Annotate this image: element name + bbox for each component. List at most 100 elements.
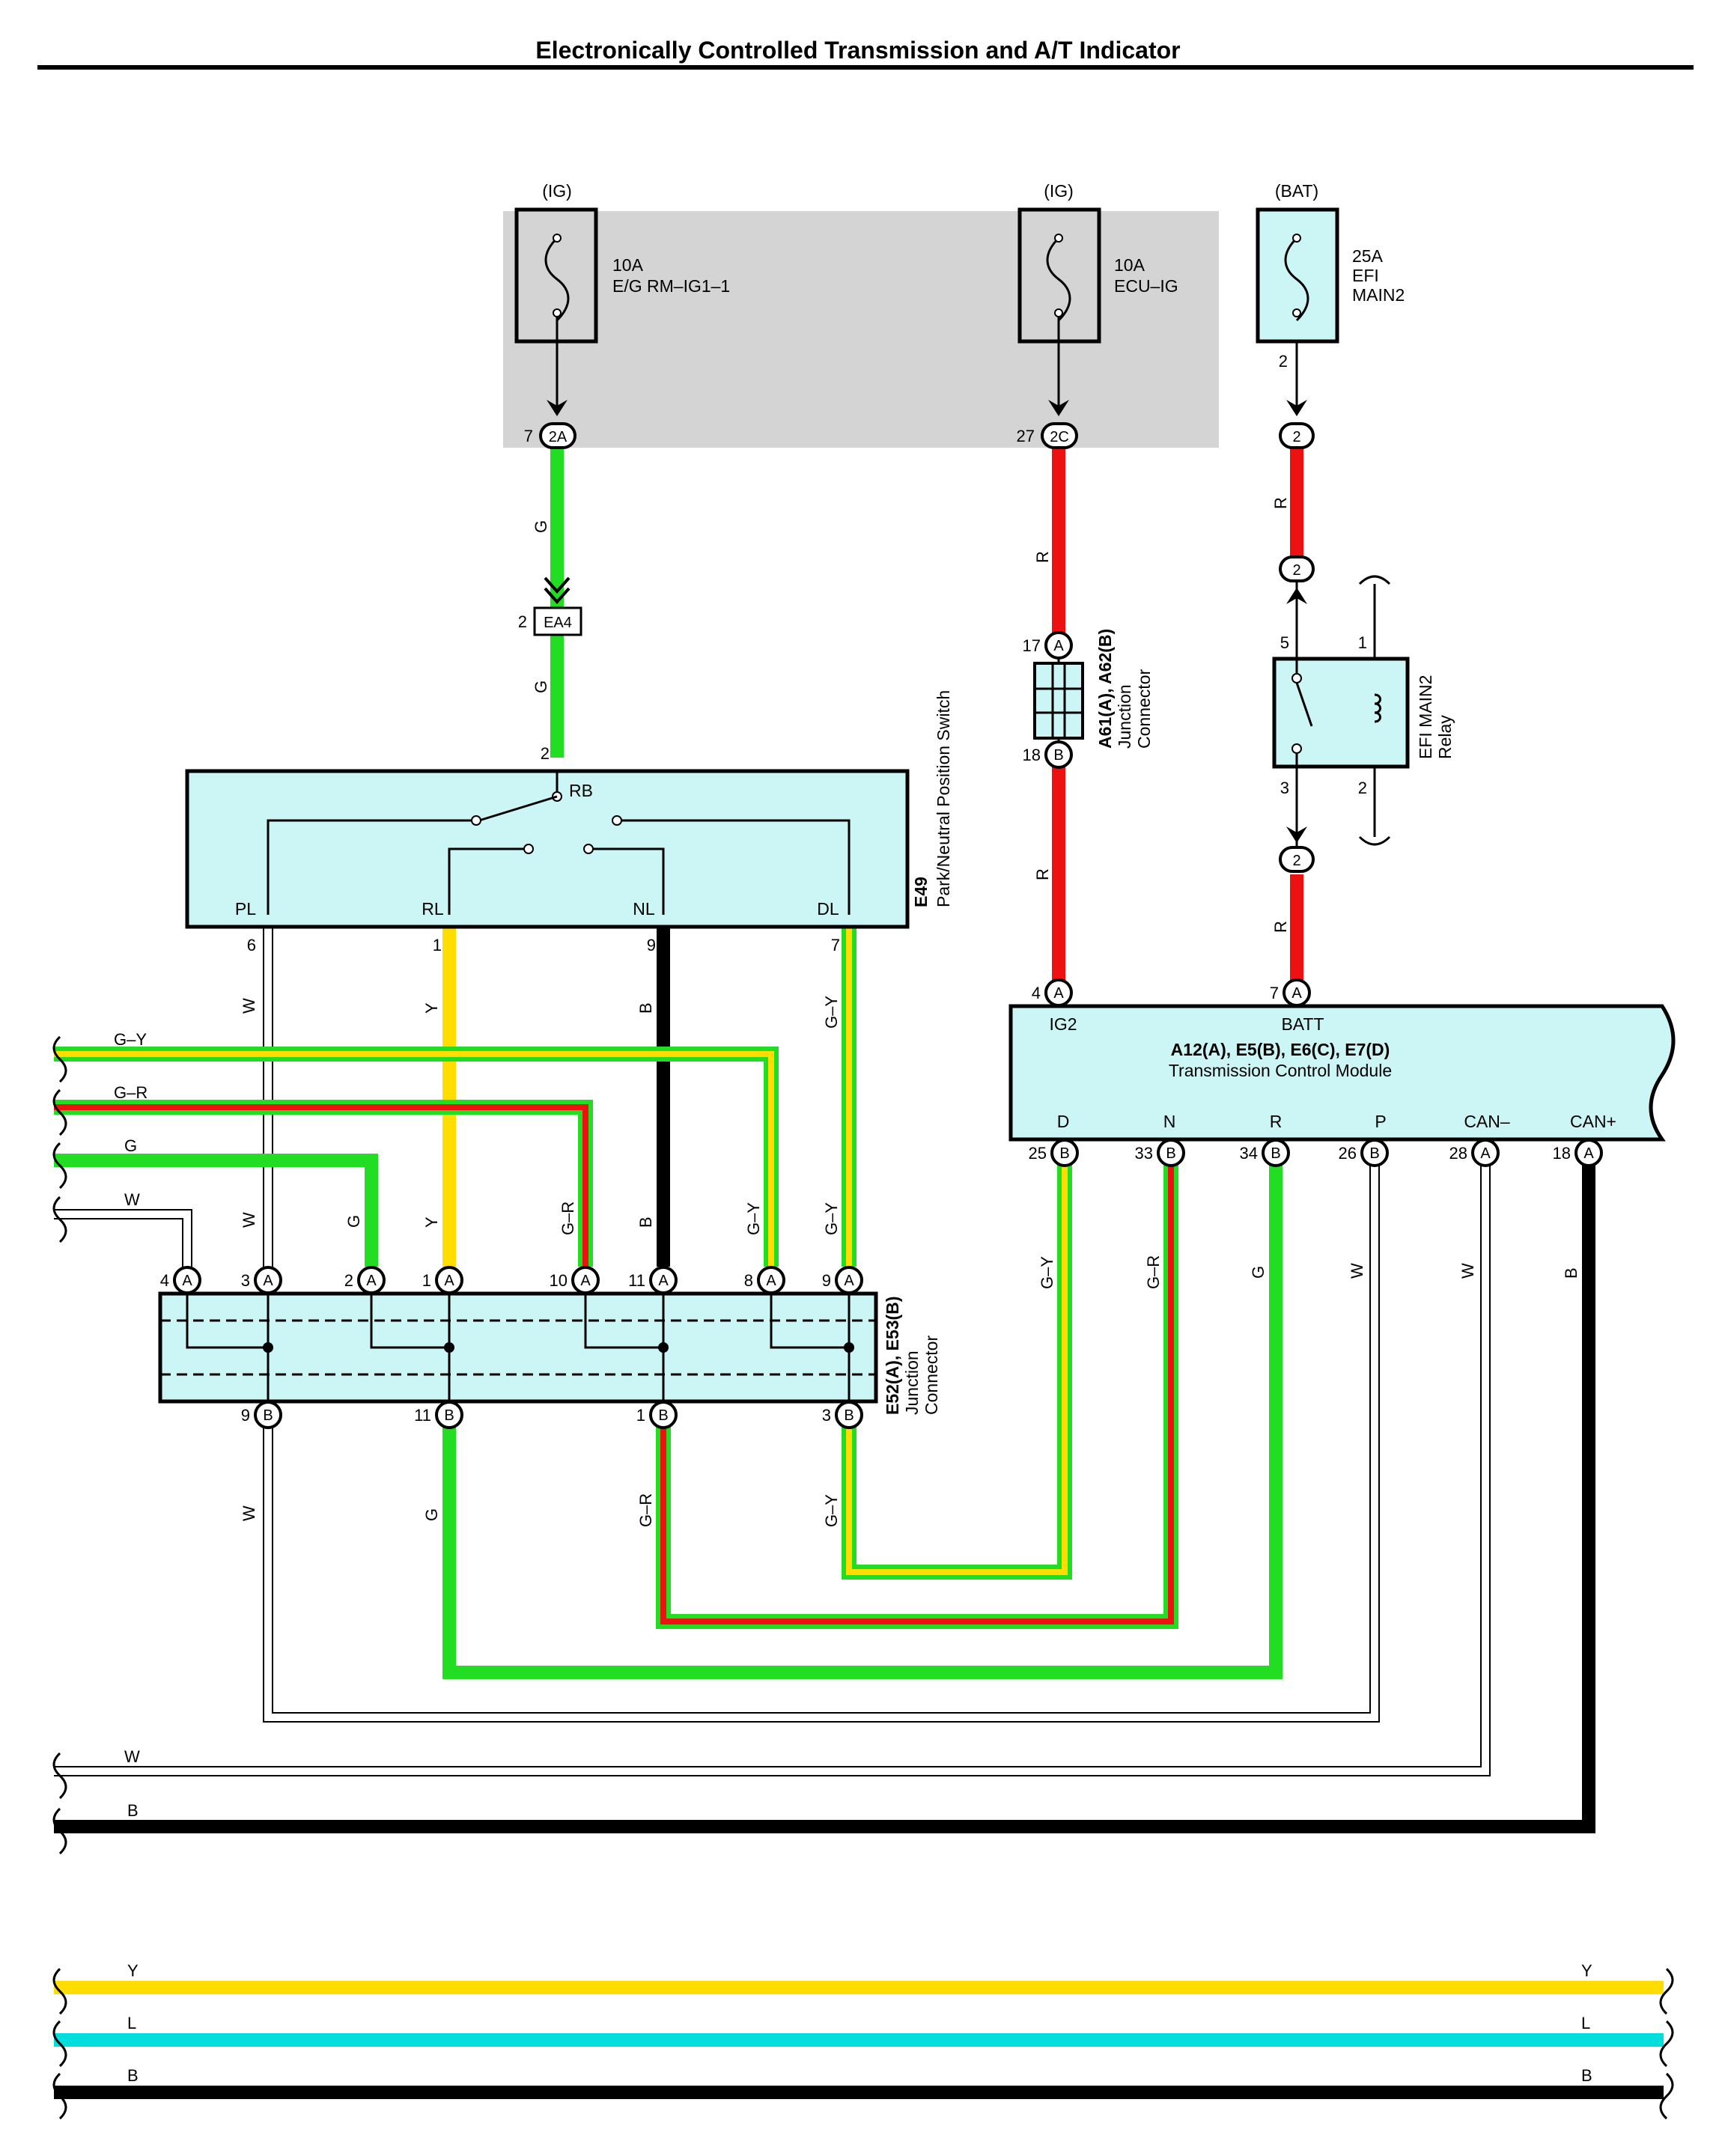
svg-text:B: B xyxy=(1166,1145,1175,1162)
svg-text:18: 18 xyxy=(1023,746,1041,764)
wire-labels: G G R R R R W Y B G–Y W G Y G–R B G–Y G–… xyxy=(114,497,1592,2085)
svg-text:Junction: Junction xyxy=(902,1350,922,1415)
svg-text:B: B xyxy=(263,1407,273,1424)
conn-2a: 2A 7 xyxy=(524,422,576,449)
svg-text:A: A xyxy=(844,1273,854,1289)
svg-text:5: 5 xyxy=(1280,633,1289,652)
park-neutral-position-switch: 2 RB PL RL NL DL 6 1 9 7 E49 Park/Neutra… xyxy=(185,690,953,954)
svg-text:L: L xyxy=(1581,2014,1590,2032)
svg-text:E52(A), E53(B): E52(A), E53(B) xyxy=(883,1297,902,1415)
svg-text:A: A xyxy=(580,1273,591,1289)
svg-text:3: 3 xyxy=(241,1271,250,1290)
svg-text:34: 34 xyxy=(1240,1144,1258,1163)
svg-text:B: B xyxy=(844,1407,854,1424)
wires xyxy=(54,448,1664,2099)
svg-text:18: 18 xyxy=(1553,1144,1571,1163)
svg-text:9: 9 xyxy=(822,1271,831,1290)
svg-text:EA4: EA4 xyxy=(544,615,572,631)
svg-text:G: G xyxy=(532,520,550,533)
svg-text:PL: PL xyxy=(235,899,256,919)
svg-text:R: R xyxy=(1271,921,1290,933)
svg-text:6: 6 xyxy=(247,936,256,954)
svg-text:25A: 25A xyxy=(1352,246,1384,266)
svg-text:Connector: Connector xyxy=(922,1336,941,1415)
svg-text:EFI MAIN2: EFI MAIN2 xyxy=(1416,675,1435,759)
svg-text:G–R: G–R xyxy=(1144,1255,1163,1289)
svg-text:IG2: IG2 xyxy=(1049,1014,1077,1034)
svg-text:EFI: EFI xyxy=(1352,266,1379,285)
svg-text:B: B xyxy=(636,1216,655,1228)
svg-text:RL: RL xyxy=(422,899,444,919)
svg-text:10A: 10A xyxy=(1114,255,1145,275)
svg-text:25: 25 xyxy=(1029,1144,1047,1163)
svg-text:A: A xyxy=(1291,985,1302,1002)
svg-text:RB: RB xyxy=(569,781,593,800)
svg-text:2: 2 xyxy=(1292,562,1300,579)
svg-text:G–R: G–R xyxy=(559,1202,577,1235)
svg-text:27: 27 xyxy=(1017,427,1035,445)
diagram-title: Electronically Controlled Transmission a… xyxy=(535,37,1180,64)
svg-text:W: W xyxy=(240,1505,258,1521)
svg-text:3: 3 xyxy=(822,1406,831,1425)
svg-text:26: 26 xyxy=(1339,1144,1357,1163)
svg-text:Y: Y xyxy=(422,1002,441,1014)
svg-text:8: 8 xyxy=(744,1271,753,1290)
break-marks xyxy=(52,575,1674,2120)
svg-text:33: 33 xyxy=(1135,1144,1153,1163)
svg-text:G–Y: G–Y xyxy=(822,996,841,1029)
svg-text:A61(A), A62(B): A61(A), A62(B) xyxy=(1095,629,1115,749)
svg-text:L: L xyxy=(127,2014,136,2032)
svg-text:A: A xyxy=(766,1273,776,1289)
junction-connector-e52: E52(A), E53(B) Junction Connector xyxy=(158,1279,941,1415)
svg-text:G: G xyxy=(344,1215,363,1228)
svg-text:1: 1 xyxy=(433,936,442,954)
svg-text:G–R: G–R xyxy=(636,1493,655,1527)
svg-text:DL: DL xyxy=(817,899,839,919)
svg-text:A: A xyxy=(1053,638,1064,654)
svg-text:11: 11 xyxy=(628,1271,645,1290)
svg-text:B: B xyxy=(1562,1267,1580,1279)
svg-text:R: R xyxy=(1270,1112,1283,1131)
svg-text:4: 4 xyxy=(1032,984,1041,1002)
svg-text:G: G xyxy=(532,680,550,693)
svg-text:A: A xyxy=(444,1273,454,1289)
coil-icon xyxy=(1374,693,1381,723)
svg-text:7: 7 xyxy=(831,936,840,954)
svg-text:B: B xyxy=(1271,1145,1280,1162)
svg-text:10A: 10A xyxy=(612,255,644,275)
svg-text:2C: 2C xyxy=(1050,429,1069,445)
svg-text:A12(A), E5(B), E6(C), E7(D): A12(A), E5(B), E6(C), E7(D) xyxy=(1171,1040,1390,1059)
svg-text:Y: Y xyxy=(127,1961,139,1980)
svg-text:W: W xyxy=(240,1212,258,1228)
svg-text:2A: 2A xyxy=(549,429,568,445)
svg-text:9: 9 xyxy=(241,1406,250,1425)
svg-text:B: B xyxy=(1059,1145,1069,1162)
svg-text:G–Y: G–Y xyxy=(822,1494,841,1527)
svg-text:E49: E49 xyxy=(911,877,931,907)
svg-text:(BAT): (BAT) xyxy=(1275,181,1318,201)
svg-text:R: R xyxy=(1033,551,1052,563)
svg-text:N: N xyxy=(1163,1112,1176,1131)
svg-text:2: 2 xyxy=(518,612,527,631)
svg-text:W: W xyxy=(124,1190,140,1209)
junction-connector-a61: A 17 B 18 A61(A), A62(B) Junction Connec… xyxy=(1023,629,1154,769)
connector-ea4: EA4 2 xyxy=(518,606,582,636)
svg-text:G–R: G–R xyxy=(114,1083,147,1102)
svg-text:1: 1 xyxy=(1358,633,1367,652)
svg-text:B: B xyxy=(1581,2066,1592,2085)
svg-text:Connector: Connector xyxy=(1134,669,1154,749)
svg-text:Park/Neutral Position Switch: Park/Neutral Position Switch xyxy=(934,690,953,907)
svg-text:A: A xyxy=(658,1273,669,1289)
svg-text:28: 28 xyxy=(1449,1144,1467,1163)
svg-text:4: 4 xyxy=(160,1271,169,1290)
svg-text:B: B xyxy=(636,1002,655,1014)
conn-relay-2-bot: 2 xyxy=(1279,846,1315,873)
svg-text:(IG): (IG) xyxy=(542,181,572,201)
svg-text:G–Y: G–Y xyxy=(1038,1256,1056,1289)
svg-text:G–Y: G–Y xyxy=(744,1202,763,1235)
svg-text:11: 11 xyxy=(414,1406,431,1425)
svg-text:R: R xyxy=(1271,497,1290,509)
svg-text:B: B xyxy=(444,1407,454,1424)
svg-text:9: 9 xyxy=(647,936,656,954)
